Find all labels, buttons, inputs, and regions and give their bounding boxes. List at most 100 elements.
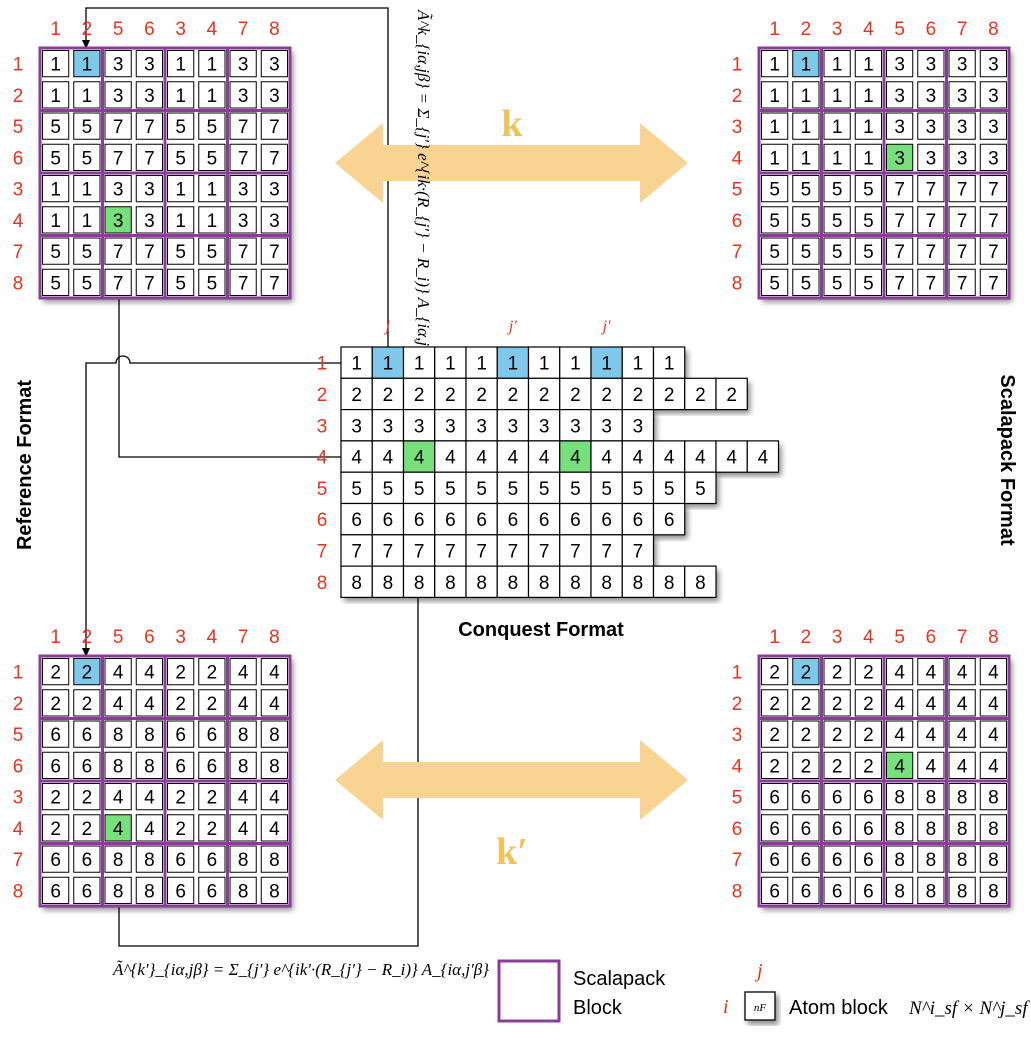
cell-value: 1 <box>175 55 186 76</box>
cell-value: 1 <box>769 148 780 169</box>
cell-value: 3 <box>988 86 999 107</box>
row-label: 6 <box>13 148 24 169</box>
matrix-cell <box>73 175 101 203</box>
cell-value: 6 <box>175 850 186 871</box>
conquest-cell-value: 2 <box>726 385 737 406</box>
matrix-cell <box>198 206 226 234</box>
conquest-cell-value: 4 <box>664 448 675 469</box>
matrix-cell <box>886 175 914 203</box>
cell-value: 8 <box>894 819 905 840</box>
matrix-cell <box>73 206 101 234</box>
cell-value: 1 <box>207 180 218 201</box>
matrix-cell <box>42 720 70 748</box>
matrix-cell <box>104 658 132 686</box>
conquest-cell <box>434 502 467 536</box>
conquest-cell <box>652 440 686 473</box>
matrix-cell <box>73 50 101 78</box>
conquest-cell <box>652 502 686 536</box>
matrix-cell <box>104 112 132 140</box>
conquest-cell-value: 8 <box>414 573 425 594</box>
cell-value: 8 <box>238 881 249 902</box>
scalapack-block-outline <box>945 842 1011 908</box>
matrix-cell <box>823 876 851 904</box>
matrix-cell <box>761 81 789 109</box>
conquest-cell-value: 2 <box>664 385 675 406</box>
cell-value: 6 <box>175 881 186 902</box>
cell-value: 3 <box>113 86 124 107</box>
cell-value: 1 <box>769 86 780 107</box>
matrix-cell <box>198 814 226 842</box>
conquest-row-label: 2 <box>317 385 328 406</box>
matrix-cell <box>979 720 1007 748</box>
cell-value: 6 <box>50 756 61 777</box>
cell-value: 8 <box>144 881 155 902</box>
row-label: 2 <box>732 694 743 715</box>
conquest-cell-value: 8 <box>508 573 519 594</box>
matrix-cell <box>886 845 914 873</box>
cell-value: 4 <box>113 819 124 840</box>
matrix-cell <box>792 720 820 748</box>
cell-value: 6 <box>801 788 812 809</box>
row-label: 3 <box>13 180 24 201</box>
cell-value: 4 <box>144 694 155 715</box>
matrix-cell <box>979 112 1007 140</box>
matrix-cell <box>917 175 945 203</box>
cell-value: 4 <box>926 756 937 777</box>
conquest-column-marker: j′ <box>601 318 611 335</box>
cell-value: 4 <box>926 694 937 715</box>
cell-value: 6 <box>82 881 93 902</box>
conquest-format-label: Conquest Format <box>458 619 624 641</box>
conquest-cell <box>715 377 748 411</box>
conquest-cell <box>402 565 436 598</box>
conquest-cell <box>621 565 655 598</box>
row-label: 7 <box>732 242 743 263</box>
matrix-cell <box>42 237 70 265</box>
cell-value: 1 <box>82 211 93 232</box>
matrix-cell <box>42 50 70 78</box>
cell-value: 1 <box>175 180 186 201</box>
cell-value: 5 <box>832 180 843 201</box>
matrix-cell <box>229 783 257 811</box>
conquest-cell <box>590 440 623 473</box>
cell-value: 2 <box>863 725 874 746</box>
cell-value: 6 <box>82 850 93 871</box>
matrix-cell <box>979 783 1007 811</box>
matrix-cell <box>167 814 195 842</box>
cell-value: 7 <box>926 211 937 232</box>
matrix-cell <box>104 50 132 78</box>
row-label: 1 <box>13 55 24 76</box>
row-label: 8 <box>732 273 743 294</box>
matrix-cell <box>73 845 101 873</box>
matrix-cell <box>948 81 976 109</box>
matrix-cell <box>886 689 914 717</box>
cell-value: 5 <box>207 242 218 263</box>
matrix-cell <box>792 876 820 904</box>
matrix-cell <box>792 81 820 109</box>
matrix-cell <box>167 720 195 748</box>
column-label: 5 <box>894 19 905 40</box>
conquest-cell <box>434 409 467 442</box>
matrix-cell <box>198 50 226 78</box>
column-label: 7 <box>238 19 249 40</box>
conquest-cell-value: 2 <box>570 385 581 406</box>
cell-value: 7 <box>894 211 905 232</box>
cell-value: 2 <box>832 725 843 746</box>
formula-top: Ã^k_{iα,jβ} = Σ_{j′} e^{ik·(R_{j′} − R_i… <box>414 9 433 365</box>
matrix-cell <box>886 751 914 779</box>
matrix-cell <box>948 143 976 171</box>
conquest-cell-value: 5 <box>383 479 394 500</box>
cell-value: 1 <box>832 55 843 76</box>
conquest-cell-value: 2 <box>508 385 519 406</box>
conquest-cell-value: 6 <box>351 510 362 531</box>
conquest-cell <box>340 534 373 567</box>
conquest-row-label: 1 <box>317 354 328 375</box>
cell-value: 6 <box>50 881 61 902</box>
conquest-cell-value: 8 <box>633 573 644 594</box>
cell-value: 7 <box>238 273 249 294</box>
matrix-cell <box>948 689 976 717</box>
row-label: 5 <box>732 788 743 809</box>
matrix-cell <box>42 143 70 171</box>
matrix-cell <box>948 814 976 842</box>
cell-value: 3 <box>957 117 968 138</box>
scalapack-block-outline <box>226 234 292 300</box>
